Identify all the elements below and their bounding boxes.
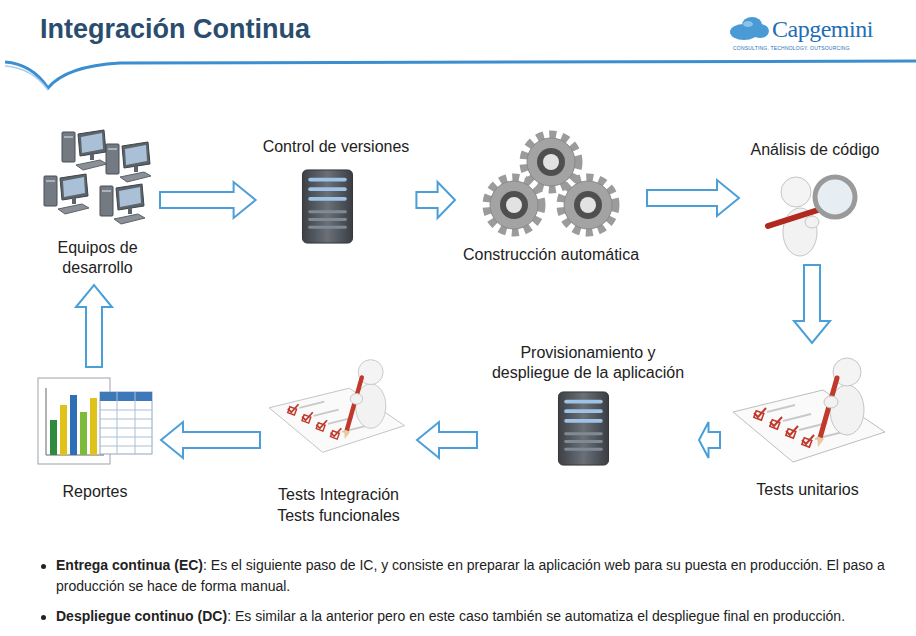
term: Despliegue continuo (DC) [56,608,227,624]
step-label: Equipos de desarrollo [48,238,148,278]
flow-arrow [161,422,260,458]
bullet-item: Despliegue continuo (DC): Es similar a l… [56,606,912,627]
flow-arrow [699,422,720,458]
diagram-title: Integración Continua [40,14,310,45]
step-label: Control de versiones [263,137,410,157]
step-label: Tests funcionales [277,506,400,526]
process-step: Tests IntegraciónTests funcionales [265,352,412,528]
step-label: Análisis de código [751,140,880,160]
flow-arrow [76,285,112,367]
process-step: Reportes [34,372,156,504]
flow-arrow [416,182,455,218]
logo-text: Capgemini [772,16,873,43]
step-label: Construcción automática [463,245,639,265]
step-label: Tests Integración [278,485,399,505]
flow-arrow [417,422,477,458]
logo-tagline: CONSULTING. TECHNOLOGY. OUTSOURCING [733,45,850,51]
bullet-item: Entrega continua (EC): Es el siguiente p… [56,555,912,597]
step-label: Reportes [63,482,128,502]
bullet-dot [41,564,46,569]
bullet-dot [41,615,46,620]
process-step: Equipos de desarrollo [40,125,155,280]
flow-arrow [794,265,830,343]
flow-arrow [160,182,256,218]
term: Entrega continua (EC) [56,557,203,573]
definition: : Es similar a la anterior pero en este … [227,608,845,624]
process-step: Análisis de código [744,138,886,260]
process-step: Provisionamiento y despliegue de la apli… [482,343,694,467]
step-label: Provisionamiento y despliegue de la apli… [484,343,692,383]
process-step: Control de versiones [261,135,412,247]
step-label: Tests unitarios [756,480,858,500]
process-step: Tests unitarios [725,348,890,502]
flow-arrow [647,180,739,216]
process-step: Construcción automática [460,128,642,268]
